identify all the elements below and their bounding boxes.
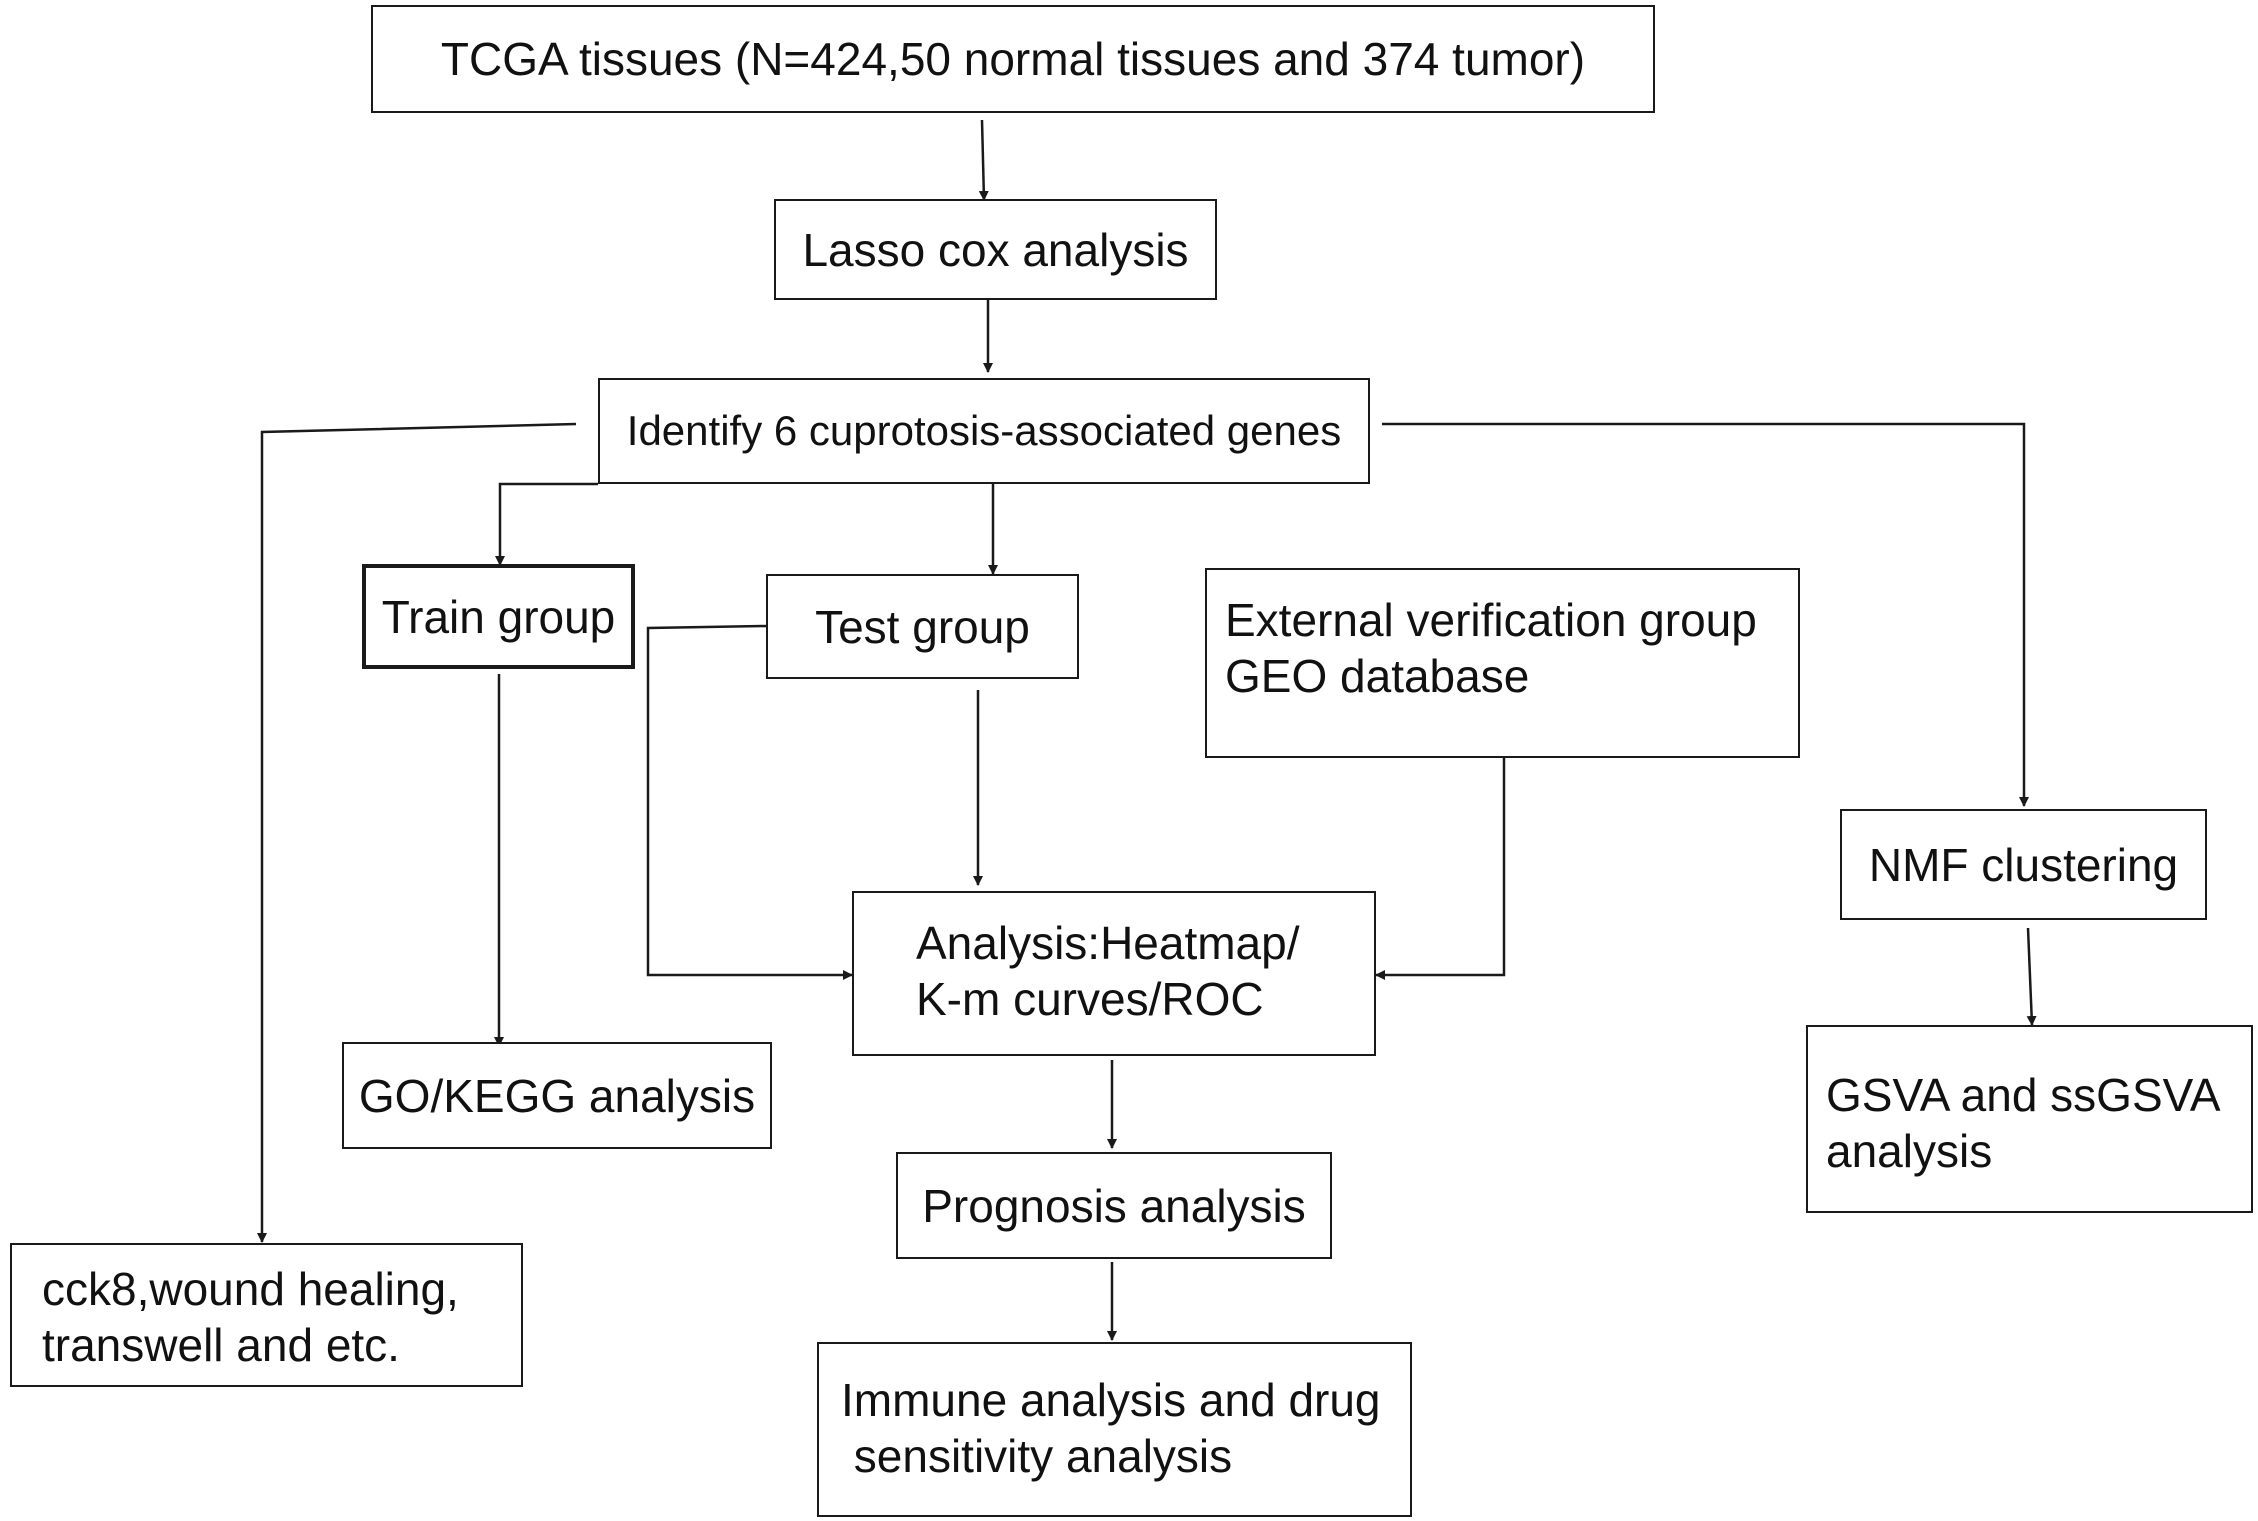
identify-genes-box: Identify 6 cuprotosis-associated genes bbox=[598, 378, 1370, 484]
analysis-heatmap-box: Analysis:Heatmap/ K-m curves/ROC bbox=[852, 891, 1376, 1056]
nmf-clustering-box: NMF clustering bbox=[1840, 809, 2207, 920]
tcga-tissues-box: TCGA tissues (N=424,50 normal tissues an… bbox=[371, 5, 1655, 113]
cck8-wound-healing-line-2: transwell and etc. bbox=[42, 1319, 400, 1371]
train-group-label: Train group bbox=[381, 590, 616, 643]
lasso-cox-analysis-box: Lasso cox analysis bbox=[774, 199, 1217, 300]
identify-genes-label: Identify 6 cuprotosis-associated genes bbox=[626, 407, 1342, 454]
external-verification-line-1: External verification group bbox=[1225, 594, 1757, 646]
go-kegg-analysis-box: GO/KEGG analysis bbox=[342, 1042, 772, 1149]
train-group-box: Train group bbox=[362, 564, 635, 669]
external-verification-line-2: GEO database bbox=[1225, 650, 1530, 702]
external-verification-box: External verification group GEO database bbox=[1205, 568, 1800, 758]
arrow-identify-to-cck8 bbox=[257, 422, 577, 1243]
prognosis-analysis-label: Prognosis analysis bbox=[922, 1179, 1306, 1232]
arrow-external-to-analysis bbox=[1375, 758, 1506, 980]
analysis-heatmap-line-1: Analysis:Heatmap/ bbox=[916, 917, 1300, 969]
gsva-analysis-line-1: GSVA and ssGSVA bbox=[1826, 1069, 2221, 1121]
test-group-label: Test group bbox=[815, 600, 1030, 653]
arrow-identify-to-nmf bbox=[1382, 422, 2029, 807]
nmf-clustering-label: NMF clustering bbox=[1868, 838, 2179, 891]
cck8-wound-healing-box: cck8,wound healing, transwell and etc. bbox=[10, 1243, 523, 1387]
gsva-analysis-box: GSVA and ssGSVA analysis bbox=[1806, 1025, 2253, 1213]
arrow-nmf-to-gsva bbox=[2026, 927, 2037, 1026]
immune-drug-analysis-line-2: sensitivity analysis bbox=[841, 1430, 1233, 1482]
arrow-identify-to-train bbox=[495, 482, 598, 566]
prognosis-analysis-box: Prognosis analysis bbox=[896, 1152, 1332, 1259]
arrow-tcga-to-lasso bbox=[978, 119, 989, 201]
immune-drug-analysis-line-1: Immune analysis and drug bbox=[841, 1374, 1381, 1426]
immune-drug-analysis-box: Immune analysis and drug sensitivity ana… bbox=[817, 1342, 1412, 1517]
gsva-analysis-line-2: analysis bbox=[1826, 1125, 1993, 1177]
arrow-test-to-analysis-left bbox=[646, 624, 853, 980]
analysis-heatmap-line-2: K-m curves/ROC bbox=[916, 973, 1264, 1025]
cck8-wound-healing-line-1: cck8,wound healing, bbox=[42, 1263, 459, 1315]
lasso-cox-analysis-label: Lasso cox analysis bbox=[802, 223, 1189, 276]
go-kegg-analysis-label: GO/KEGG analysis bbox=[358, 1069, 756, 1122]
test-group-box: Test group bbox=[766, 574, 1079, 679]
tcga-tissues-label: TCGA tissues (N=424,50 normal tissues an… bbox=[440, 33, 1586, 85]
